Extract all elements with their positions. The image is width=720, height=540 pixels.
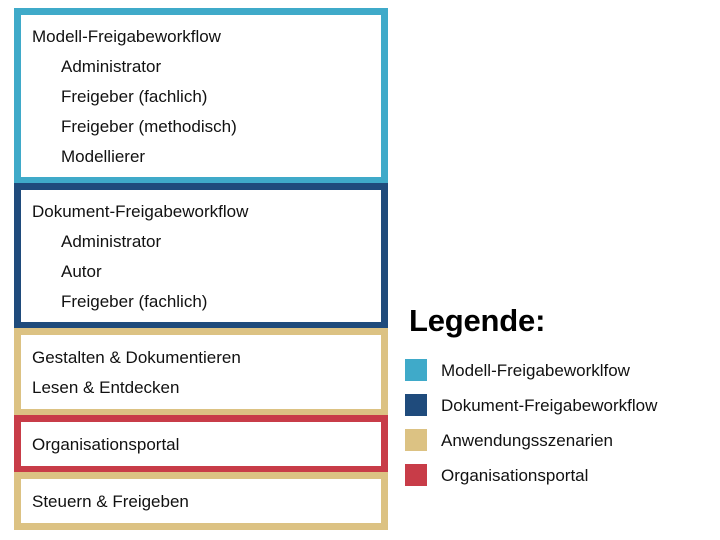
legend-entry: Anwendungsszenarien [405, 428, 720, 452]
group-line-item: Organisationsportal [32, 435, 180, 454]
legend-entry: Organisationsportal [405, 463, 720, 487]
legend-color-swatch [405, 429, 427, 451]
legend-entry: Dokument-Freigabeworkflow [405, 393, 720, 417]
organisationsportal-group: Organisationsportal [14, 415, 388, 473]
legend-entry-label: Modell-Freigabeworklfow [441, 360, 630, 380]
anwendungsszenarien-group-2: Steuern & Freigeben [14, 472, 388, 530]
group-content: Steuern & Freigeben [21, 479, 381, 523]
legend-title: Legende: [409, 303, 546, 338]
group-role-item: Administrator [61, 232, 162, 251]
group-title: Dokument-Freigabeworkflow [32, 202, 249, 221]
group-role-item: Administrator [61, 57, 162, 76]
legend-entry-label: Anwendungsszenarien [441, 430, 614, 450]
group-role-item: Freigeber (fachlich) [61, 87, 208, 106]
legend-entry-label: Organisationsportal [441, 465, 589, 485]
legend-color-swatch [405, 359, 427, 381]
group-line-item: Lesen & Entdecken [32, 378, 180, 397]
group-role-item: Modellierer [61, 147, 146, 166]
group-role-item: Autor [61, 262, 102, 281]
group-role-item: Freigeber (methodisch) [61, 117, 237, 136]
group-role-item: Freigeber (fachlich) [61, 292, 208, 311]
legend-entry: Modell-Freigabeworklfow [405, 358, 720, 382]
group-line-item: Steuern & Freigeben [32, 492, 189, 511]
legend-entry-label: Dokument-Freigabeworkflow [441, 395, 658, 415]
legend-color-swatch [405, 464, 427, 486]
group-title: Modell-Freigabeworkflow [32, 27, 221, 46]
legend-color-swatch [405, 394, 427, 416]
group-content: Organisationsportal [21, 422, 381, 466]
group-line-item: Gestalten & Dokumentieren [32, 348, 241, 367]
